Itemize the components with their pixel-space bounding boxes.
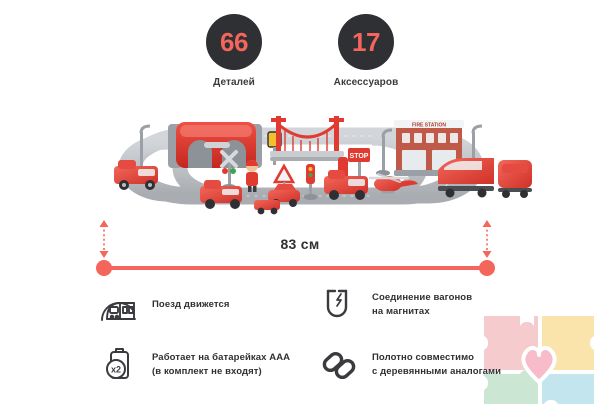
- dimension-label: 83 см: [280, 236, 320, 252]
- feature-row: x2 Работает на батарейках AAA (в комплек…: [96, 344, 536, 386]
- heart-icon: [521, 346, 557, 384]
- badge-row: 66 Деталей 17 Аксессуаров: [0, 14, 600, 88]
- fire-truck: [200, 180, 242, 209]
- chain-link-icon: [316, 344, 362, 386]
- fire-truck: [324, 170, 368, 200]
- product-photo: STOP FIRE STATION: [72, 108, 532, 226]
- feature-text: Работает на батарейках AAA (в комплект н…: [152, 351, 290, 379]
- feature-line-1: Полотно совместимо: [372, 352, 474, 364]
- feature-text: Поезд движется: [152, 298, 230, 312]
- dimension-indicator: 83 см: [0, 218, 600, 280]
- badge-parts: 66 Деталей: [186, 14, 282, 88]
- fire-truck: [114, 160, 158, 190]
- feature-line-2: на магнитах: [372, 306, 430, 317]
- svg-text:x2: x2: [111, 365, 121, 375]
- badge-number: 17: [352, 27, 380, 57]
- puzzle-piece-bottom-right: [542, 374, 594, 404]
- feature-text: Соединение вагонов на магнитах: [372, 291, 472, 319]
- tunnel-station: [168, 122, 262, 168]
- toy-train: [438, 158, 532, 198]
- feature-train-moves: Поезд движется: [96, 284, 316, 326]
- badge-label: Деталей: [213, 77, 255, 88]
- fire-car: [254, 200, 280, 215]
- stop-sign-text: STOP: [350, 153, 369, 160]
- dimension-endpoint-left: [96, 260, 112, 276]
- battery-x2-icon: x2: [96, 344, 142, 386]
- traffic-light: [303, 164, 318, 200]
- feature-line-2: (в комплект не входят): [152, 366, 262, 377]
- badge-circle: 66: [206, 14, 262, 70]
- badge-circle: 17: [338, 14, 394, 70]
- feature-batteries: x2 Работает на батарейках AAA (в комплек…: [96, 344, 316, 386]
- dimension-arrow-right: [482, 220, 492, 258]
- badge-number: 66: [220, 27, 248, 57]
- dimension-line: [103, 266, 488, 270]
- toy-figure: [246, 160, 258, 192]
- feature-list: Поезд движется Соединение вагонов на маг…: [96, 284, 536, 386]
- suspension-bridge: [270, 116, 348, 179]
- feature-track-compatible: Полотно совместимо с деревянными аналога…: [316, 344, 536, 386]
- fire-station-sign-text: FIRE STATION: [412, 123, 446, 129]
- feature-line-1: Поезд движется: [152, 299, 230, 311]
- badge-label: Аксессуаров: [333, 77, 399, 88]
- magnet-icon: [316, 284, 362, 326]
- puzzle-piece-bottom-left: [484, 369, 538, 404]
- feature-line-1: Соединение вагонов: [372, 292, 473, 304]
- dimension-endpoint-right: [479, 260, 495, 276]
- feature-line-1: Работает на батарейках AAA: [152, 352, 291, 364]
- feature-row: Поезд движется Соединение вагонов на маг…: [96, 284, 536, 326]
- puzzle-heart-watermark: [480, 312, 598, 408]
- train-tunnel-icon: [96, 284, 142, 326]
- feature-text: Полотно совместимо с деревянными аналога…: [372, 351, 501, 379]
- feature-line-2: с деревянными аналогами: [372, 366, 502, 377]
- helicopter: [368, 173, 418, 194]
- badge-accessories: 17 Аксессуаров: [318, 14, 414, 88]
- puzzle-piece-top-left: [484, 316, 538, 370]
- dimension-arrow-left: [99, 220, 109, 258]
- feature-magnet-coupling: Соединение вагонов на магнитах: [316, 284, 536, 326]
